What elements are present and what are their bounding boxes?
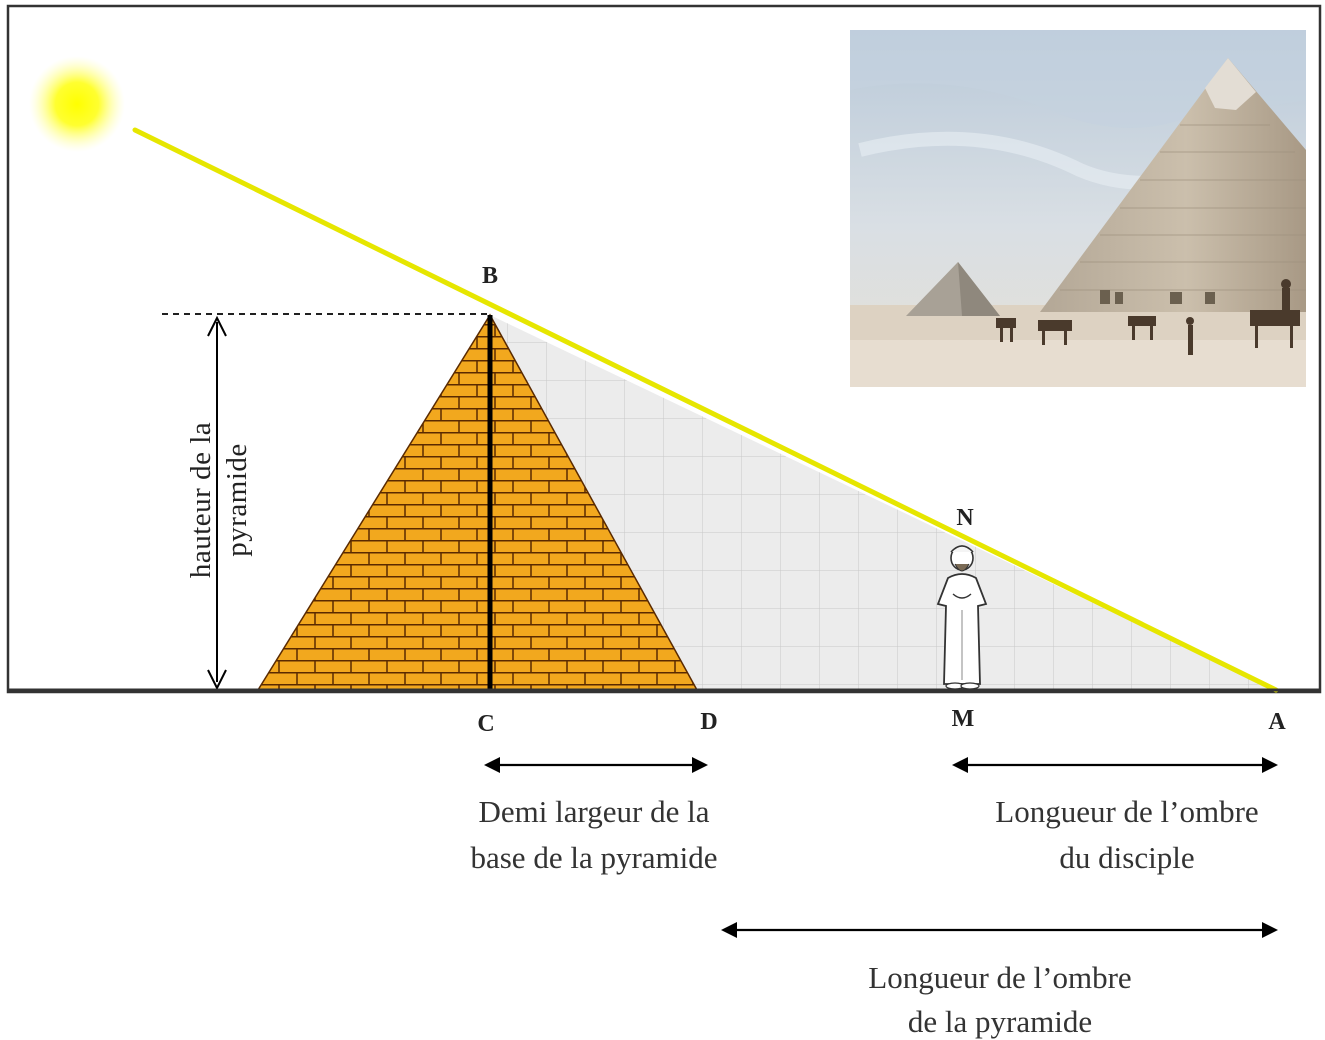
half-base-caption-line2: base de la pyramide: [470, 840, 717, 875]
person-figure: [936, 545, 988, 690]
pyramid-shadow-arrow: [721, 922, 1278, 938]
half-base-arrow: [484, 757, 708, 773]
disciple-shadow-arrow: [952, 757, 1278, 773]
half-base-caption-line1: Demi largeur de la: [479, 794, 710, 829]
point-label-A: A: [1268, 709, 1286, 735]
point-label-D: D: [700, 709, 717, 735]
disciple-shadow-caption-line1: Longueur de l’ombre: [995, 794, 1258, 829]
sun-ray: [132, 127, 1279, 693]
sun-icon: [29, 56, 125, 152]
point-label-M: M: [952, 706, 975, 732]
pyramids-photo: [850, 30, 1306, 387]
height-caption-line1: hauteur de la: [185, 422, 217, 578]
point-label-B: B: [482, 263, 498, 289]
point-label-C: C: [477, 711, 494, 737]
pyramid-shadow-caption-line1: Longueur de l’ombre: [868, 960, 1131, 995]
height-caption-line2: pyramide: [221, 443, 253, 557]
point-label-N: N: [956, 505, 974, 531]
disciple-shadow-caption-line2: du disciple: [1059, 840, 1194, 875]
pyramid-shadow-area: [490, 315, 1275, 690]
pyramid-shadow-caption-line2: de la pyramide: [908, 1004, 1092, 1039]
height-arrow: [207, 315, 227, 691]
